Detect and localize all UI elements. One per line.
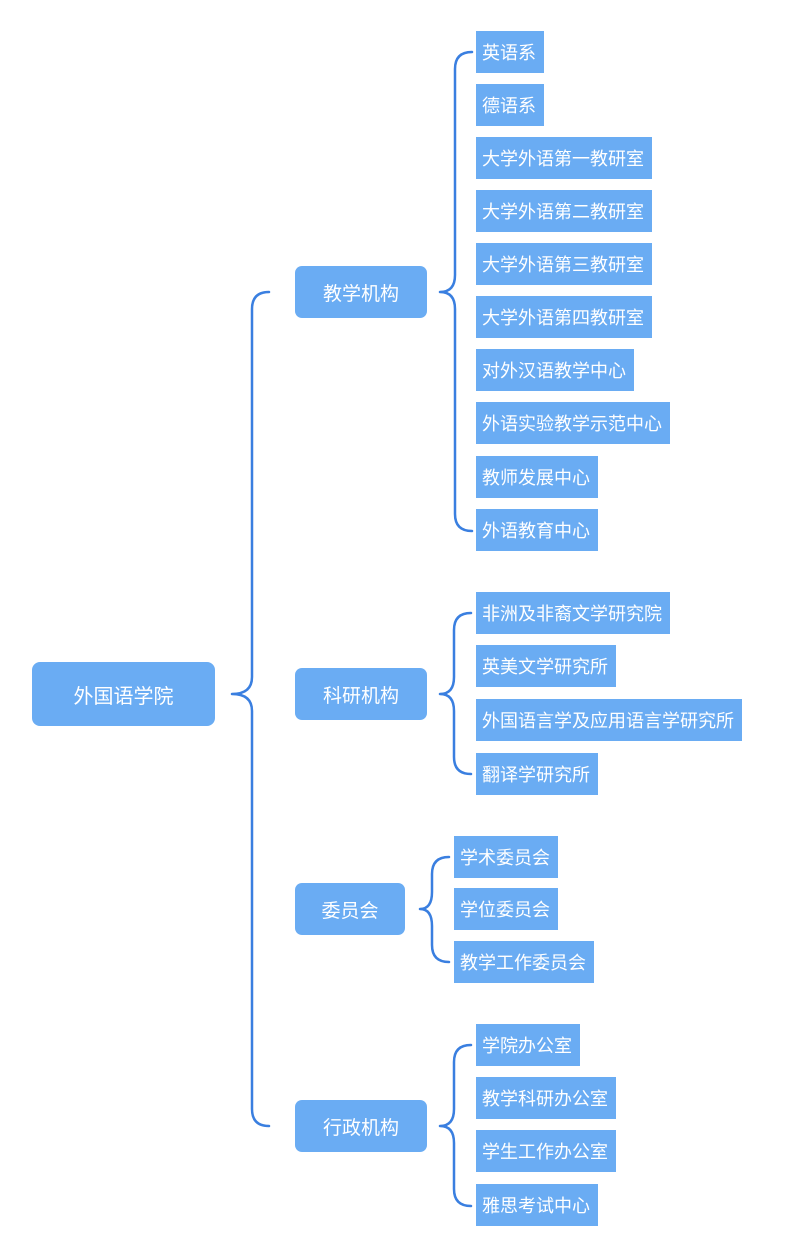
leaf-chinese-teaching[interactable]: 对外汉语教学中心 bbox=[476, 349, 634, 391]
leaf-teaching-committee[interactable]: 教学工作委员会 bbox=[454, 941, 594, 983]
leaf-african-lit[interactable]: 非洲及非裔文学研究院 bbox=[476, 592, 670, 634]
branch-admin[interactable]: 行政机构 bbox=[295, 1100, 427, 1152]
leaf-college-office[interactable]: 学院办公室 bbox=[476, 1024, 580, 1066]
leaf-foreign-lang-edu[interactable]: 外语教育中心 bbox=[476, 509, 598, 551]
leaf-faculty-development[interactable]: 教师发展中心 bbox=[476, 456, 598, 498]
leaf-lab-center[interactable]: 外语实验教学示范中心 bbox=[476, 402, 670, 444]
leaf-college-english-4[interactable]: 大学外语第四教研室 bbox=[476, 296, 652, 338]
leaf-degree-committee[interactable]: 学位委员会 bbox=[454, 888, 558, 930]
leaf-translation[interactable]: 翻译学研究所 bbox=[476, 753, 598, 795]
leaf-anglo-american-lit[interactable]: 英美文学研究所 bbox=[476, 645, 616, 687]
leaf-college-english-3[interactable]: 大学外语第三教研室 bbox=[476, 243, 652, 285]
root-node[interactable]: 外国语学院 bbox=[32, 662, 215, 726]
research-bracket bbox=[438, 611, 473, 776]
branch-committee[interactable]: 委员会 bbox=[295, 883, 405, 935]
admin-bracket bbox=[438, 1043, 473, 1208]
committee-bracket bbox=[418, 855, 451, 964]
leaf-german-dept[interactable]: 德语系 bbox=[476, 84, 544, 126]
leaf-ielts-center[interactable]: 雅思考试中心 bbox=[476, 1184, 598, 1226]
branch-teaching[interactable]: 教学机构 bbox=[295, 266, 427, 318]
branch-research[interactable]: 科研机构 bbox=[295, 668, 427, 720]
leaf-college-english-2[interactable]: 大学外语第二教研室 bbox=[476, 190, 652, 232]
root-bracket bbox=[230, 290, 271, 1128]
leaf-academic-committee[interactable]: 学术委员会 bbox=[454, 836, 558, 878]
leaf-teaching-research-office[interactable]: 教学科研办公室 bbox=[476, 1077, 616, 1119]
teaching-bracket bbox=[438, 50, 474, 533]
leaf-student-affairs-office[interactable]: 学生工作办公室 bbox=[476, 1130, 616, 1172]
leaf-college-english-1[interactable]: 大学外语第一教研室 bbox=[476, 137, 652, 179]
leaf-linguistics[interactable]: 外国语言学及应用语言学研究所 bbox=[476, 699, 742, 741]
leaf-english-dept[interactable]: 英语系 bbox=[476, 31, 544, 73]
